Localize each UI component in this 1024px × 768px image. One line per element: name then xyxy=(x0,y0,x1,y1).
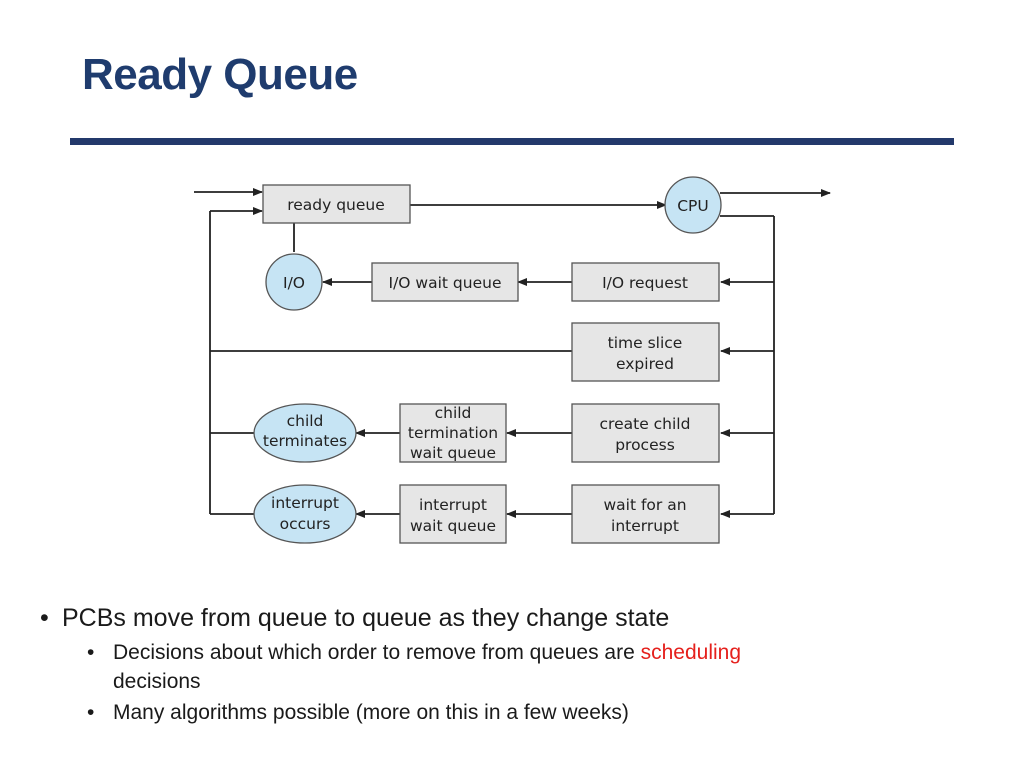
bullet-dot: • xyxy=(87,641,95,664)
child-termination-label-line3: wait queue xyxy=(410,444,496,462)
io-request-label: I/O request xyxy=(602,274,688,292)
interrupt-occurs-label-line1: interrupt xyxy=(271,494,339,512)
child-termination-wait-queue-node: child termination wait queue xyxy=(399,403,507,463)
time-slice-label-line1: time slice xyxy=(608,334,683,352)
wait-for-interrupt-label-line1: wait for an xyxy=(603,496,686,514)
io-request-node: I/O request xyxy=(571,262,720,302)
interrupt-occurs-label-line2: occurs xyxy=(280,515,331,533)
slide-title: Ready Queue xyxy=(82,50,358,99)
bullet-list: PCBs move from queue to queue as they ch… xyxy=(40,600,940,727)
child-termination-label-line1: child xyxy=(435,404,472,422)
bullet-sub-2-text: Many algorithms possible (more on this i… xyxy=(113,701,629,724)
bullet-sub-1: • Decisions about which order to remove … xyxy=(40,638,940,696)
child-terminates-node: child terminates xyxy=(253,403,357,463)
child-termination-label-line2: termination xyxy=(408,424,498,442)
interrupt-wait-queue-label-line2: wait queue xyxy=(410,517,496,535)
io-node: I/O xyxy=(265,253,323,311)
create-child-label-line2: process xyxy=(615,436,675,454)
diagram-connectors xyxy=(194,188,831,518)
interrupt-wait-queue-label-line1: interrupt xyxy=(419,496,487,514)
io-label: I/O xyxy=(283,274,305,292)
wait-for-interrupt-node: wait for an interrupt xyxy=(571,484,720,544)
bullet-dot: • xyxy=(87,701,95,724)
wait-for-interrupt-label-line2: interrupt xyxy=(611,517,679,535)
cpu-label: CPU xyxy=(677,197,709,215)
bullet-sub-2: • Many algorithms possible (more on this… xyxy=(40,698,940,727)
create-child-label-line1: create child xyxy=(600,415,691,433)
bullet-main: PCBs move from queue to queue as they ch… xyxy=(40,600,940,636)
child-terminates-label-line1: child xyxy=(287,412,324,430)
bullet-sub-1-continuation: decisions xyxy=(113,670,201,693)
ready-queue-node: ready queue xyxy=(262,184,411,224)
cpu-node: CPU xyxy=(664,176,722,234)
child-terminates-label-line2: terminates xyxy=(263,432,347,450)
time-slice-expired-node: time slice expired xyxy=(571,322,720,382)
ready-queue-label: ready queue xyxy=(287,196,385,214)
bullet-main-text: PCBs move from queue to queue as they ch… xyxy=(62,604,670,632)
io-wait-queue-label: I/O wait queue xyxy=(389,274,502,292)
interrupt-wait-queue-node: interrupt wait queue xyxy=(399,484,507,544)
scheduling-highlight: scheduling xyxy=(640,641,742,664)
title-underline xyxy=(70,138,954,145)
interrupt-occurs-node: interrupt occurs xyxy=(253,484,357,544)
create-child-process-node: create child process xyxy=(571,403,720,463)
time-slice-label-line2: expired xyxy=(616,355,674,373)
io-wait-queue-node: I/O wait queue xyxy=(371,262,519,302)
bullet-sub-1-text: Decisions about which order to remove fr… xyxy=(113,641,641,664)
